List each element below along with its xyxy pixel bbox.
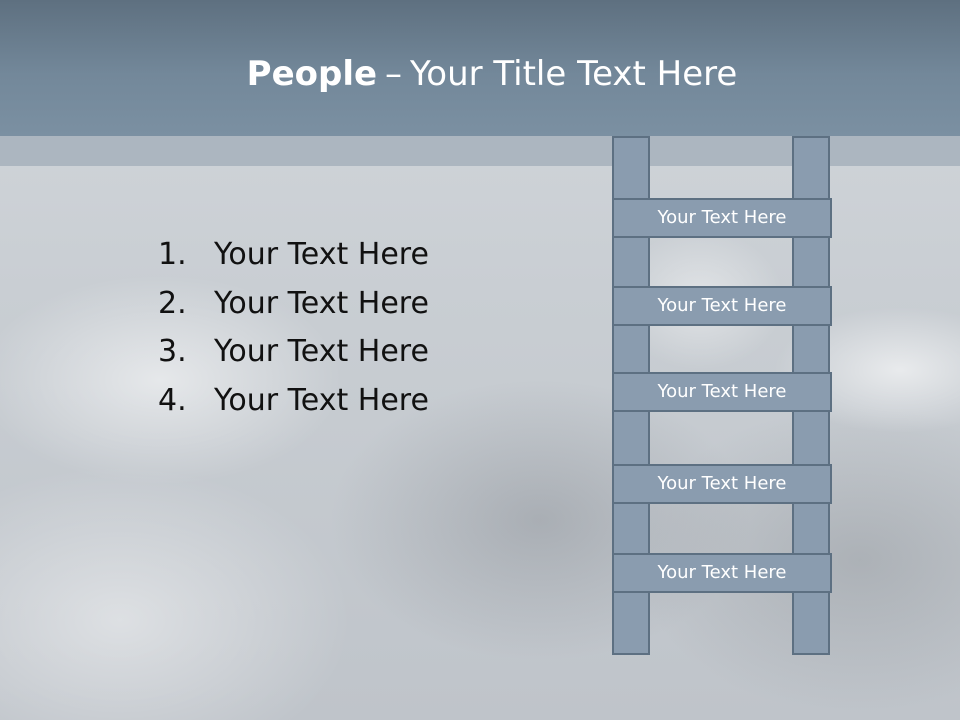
list-item-number: 1.: [158, 237, 187, 272]
title-rest-text: Your Title Text Here: [410, 54, 738, 94]
list-item-number: 2.: [158, 285, 187, 321]
list-item: 3. Your Text Here: [158, 328, 429, 377]
slide-title: People–Your Title Text Here: [0, 52, 960, 96]
title-separator: –: [385, 54, 403, 94]
list-item-text: Your Text Here: [214, 382, 429, 418]
list-item-number: 3.: [158, 334, 187, 369]
title-bold-text: People: [246, 54, 378, 94]
list-item-number: 4.: [158, 382, 187, 418]
list-item-text: Your Text Here: [214, 237, 429, 272]
ladder-rung-4: Your Text Here: [612, 464, 832, 504]
ladder-rung-1: Your Text Here: [612, 198, 832, 238]
ladder-rung-5: Your Text Here: [612, 553, 832, 593]
list-item: 4. Your Text Here: [158, 377, 429, 426]
ladder-rung-3: Your Text Here: [612, 372, 832, 412]
list-item: 2. Your Text Here: [158, 280, 429, 329]
list-item-text: Your Text Here: [214, 285, 429, 321]
list-item-text: Your Text Here: [214, 334, 429, 369]
title-bar: [0, 0, 960, 136]
list-item: 1. Your Text Here: [158, 231, 429, 280]
numbered-list: 1. Your Text Here 2. Your Text Here 3. Your…: [158, 231, 429, 425]
ladder-rung-2: Your Text Here: [612, 286, 832, 326]
